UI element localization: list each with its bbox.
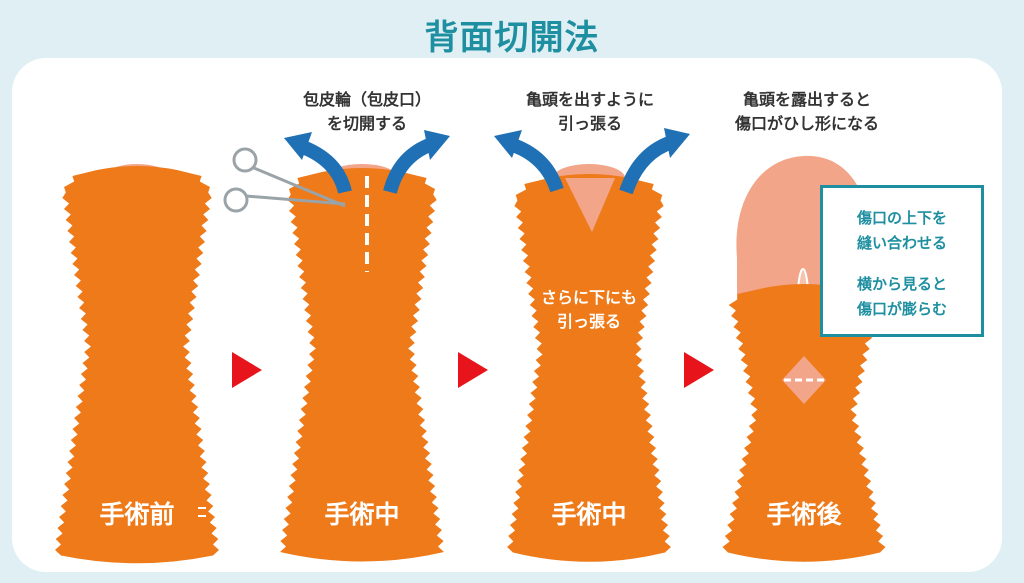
pull-arrow-head	[284, 132, 312, 160]
foreskin-body	[55, 166, 219, 564]
next-step-arrow-icon	[232, 352, 262, 388]
stage-incision	[223, 130, 450, 562]
pull-arrow-icon	[507, 137, 564, 193]
info-line: 傷口が膨らむ	[856, 300, 947, 318]
info-line: 横から見ると	[856, 275, 947, 293]
stage-label-after: 手術後	[766, 500, 842, 529]
stage-before	[55, 164, 219, 564]
foreskin-body	[280, 168, 444, 562]
page-title: 背面切開法	[424, 18, 600, 58]
step3-note: さらに下にも 引っ張る	[540, 288, 637, 331]
step3-caption: 亀頭を出すように 引っ張る	[525, 90, 654, 133]
scissors-icon	[223, 147, 346, 213]
step2-caption: 包皮輪（包皮口） を切開する	[302, 90, 431, 133]
pull-arrow-icon	[297, 139, 352, 194]
diamond-wound	[782, 356, 826, 404]
pull-arrow-icon	[619, 135, 675, 195]
pull-arrow-head	[494, 130, 522, 158]
next-step-arrow-icon	[458, 352, 488, 388]
next-step-arrow-icon	[684, 352, 714, 388]
stage-pulling	[494, 128, 690, 562]
glans-exposed-wedge	[565, 178, 615, 232]
stage-label-before: 手術前	[99, 500, 175, 529]
ridge-mark	[198, 507, 206, 517]
info-line: 縫い合わせる	[856, 234, 947, 252]
stage-label-during-1: 手術中	[324, 500, 400, 529]
info-line: 傷口の上下を	[856, 209, 947, 227]
step4-caption: 亀頭を露出すると 傷口がひし形になる	[734, 90, 879, 133]
pull-arrow-head	[424, 130, 450, 160]
foreskin-body	[507, 174, 671, 562]
stage-label-during-2: 手術中	[551, 500, 627, 529]
pull-arrow-icon	[383, 137, 435, 194]
foreskin-body	[722, 284, 886, 562]
suture-info-box: 傷口の上下を 縫い合わせる 横から見ると 傷口が膨らむ	[820, 185, 984, 337]
pull-arrow-head	[664, 128, 690, 158]
